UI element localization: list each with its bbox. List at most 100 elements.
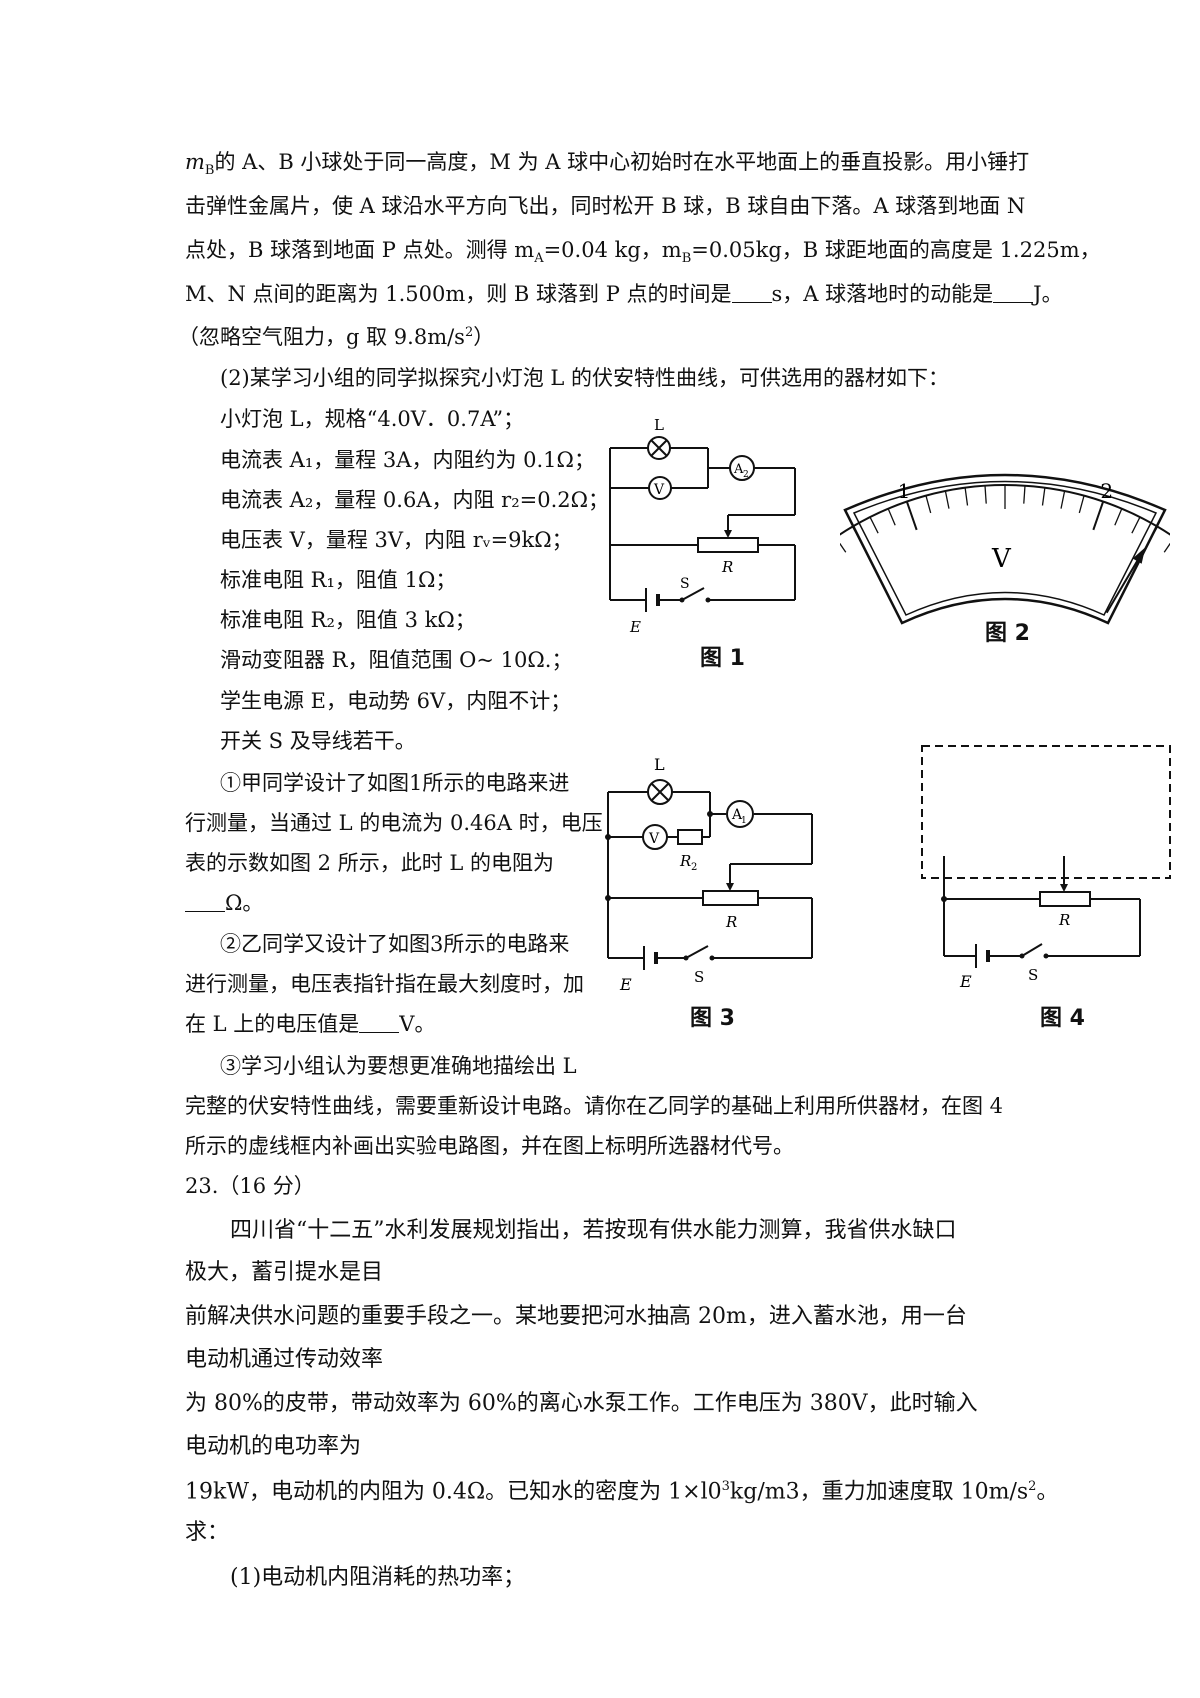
rheostat-R <box>697 537 759 553</box>
equip-item: 学生电源 E，电动势 6V，内阻不计； <box>220 689 572 713</box>
meter-tick <box>1131 516 1141 534</box>
rheostat-R <box>1039 891 1091 907</box>
label-E: E <box>629 618 641 636</box>
equip-item: 标准电阻 R₂，阻值 3 kΩ； <box>220 608 476 632</box>
problem-header: 23.（16 分） <box>185 1174 315 1198</box>
meter-tick <box>851 526 863 543</box>
meter-tick <box>905 501 918 531</box>
text-line: 19kW，电动机的内阻为 0.4Ω。已知水的密度为 1×l03kg/m3，重力加… <box>185 1479 1059 1505</box>
label-R: R <box>1058 911 1070 929</box>
equip-item: 小灯泡 L，规格“4.0V．0.7A”； <box>220 407 525 431</box>
text-line: (2)某学习小组的同学拟探究小灯泡 L 的伏安特性曲线，可供选用的器材如下： <box>220 366 950 390</box>
text-line: 点处，B 球落到地面 P 点处。测得 mA=0.04 kg，mB=0.05kg，… <box>185 238 1101 267</box>
text-line: 完整的伏安特性曲线，需要重新设计电路。请你在乙同学的基础上利用所供器材，在图 4 <box>185 1094 1004 1118</box>
label-S: S <box>680 576 690 592</box>
figure-1-circuit: L V A 2 R E S <box>609 416 796 636</box>
meter-tick <box>1092 501 1105 531</box>
meter-tick <box>887 508 896 526</box>
text-line: mB的 A、B 小球处于同一高度，M 为 A 球中心初始时在水平地面上的垂直投影… <box>185 150 1030 179</box>
label-A2: A <box>733 462 744 477</box>
figure-2-caption: 图 2 <box>985 621 1030 646</box>
text-line: ②乙同学又设计了如图3所示的电路来 <box>220 932 570 956</box>
text-line: 行测量，当通过 L 的电流为 0.46A 时，电压 <box>185 811 603 835</box>
label-R2: R <box>679 852 691 870</box>
resistor-R2 <box>677 829 703 845</box>
meter-scale-arc <box>840 484 1170 536</box>
meter-tick <box>1023 485 1026 504</box>
figure-4-circuit: R E S <box>921 745 1171 991</box>
label-L: L <box>654 416 664 434</box>
meter-tick <box>984 485 987 504</box>
meter-needle <box>1105 555 1142 614</box>
meter-tick <box>869 516 879 534</box>
text-line: 表的示数如图 2 所示，此时 L 的电阻为 <box>185 851 555 875</box>
label-A1-sub: 1 <box>741 816 747 826</box>
ammeter-A2 <box>729 455 755 481</box>
text-line: ①甲同学设计了如图1所示的电路来进 <box>220 771 570 795</box>
figure-3-circuit: L V R 2 A 1 R E S <box>605 755 813 994</box>
meter-tick-label-1: 1 <box>898 479 911 503</box>
label-V: V <box>653 482 665 498</box>
answer-blank[interactable] <box>185 893 225 912</box>
label-A2-sub: 2 <box>743 470 749 480</box>
meter-tick-label-2: 2 <box>1100 479 1113 503</box>
label-E: E <box>959 972 972 991</box>
text-line: 前解决供水问题的重要手段之一。某地要把河水抽高 20m，进入蓄水池，用一台 <box>185 1304 967 1329</box>
equip-item: 电流表 A₁，量程 3A，内阻约为 0.1Ω； <box>220 448 595 472</box>
meter-tick <box>964 487 969 506</box>
text-line: ③学习小组认为要想更准确地描绘出 L <box>220 1054 577 1078</box>
text-line: 电动机通过传动效率 <box>185 1347 384 1372</box>
equip-item: 标准电阻 R₁，阻值 1Ω； <box>220 568 457 592</box>
meter-tick <box>1163 542 1170 553</box>
meter-tick <box>944 490 950 509</box>
text-line: 为 80%的皮带，带动效率为 60%的离心水泵工作。工作电压为 380V，此时输… <box>185 1391 978 1416</box>
label-R: R <box>725 913 737 931</box>
voltmeter <box>648 476 672 500</box>
meter-tick <box>1078 495 1085 514</box>
meter-tick <box>1041 487 1046 506</box>
text-line: (1)电动机内阻消耗的热功率； <box>230 1565 526 1590</box>
meter-tick <box>925 495 932 514</box>
text-line: 进行测量，电压表指针指在最大刻度时，加 <box>185 972 584 996</box>
text-line: 四川省“十二五”水利发展规划指出，若按现有供水能力测算，我省供水缺口 <box>230 1218 957 1243</box>
answer-blank[interactable] <box>359 1014 400 1033</box>
meter-tick <box>1147 526 1159 543</box>
rheostat-R <box>702 890 759 906</box>
label-E: E <box>619 975 632 994</box>
label-S: S <box>1028 966 1038 984</box>
voltmeter <box>642 824 668 850</box>
figure-4-caption: 图 4 <box>1040 1006 1085 1031</box>
text-line: 电动机的电功率为 <box>185 1434 362 1459</box>
equip-item: 滑动变阻器 R，阻值范围 O~ 10Ω.； <box>220 648 573 672</box>
label-L: L <box>654 755 665 774</box>
meter-tick <box>1060 490 1066 509</box>
equip-item: 电压表 V，量程 3V，内阻 rᵥ=9kΩ； <box>220 528 573 552</box>
dashed-answer-box[interactable] <box>921 745 1171 879</box>
meter-unit: V <box>991 544 1012 574</box>
text-line: 求： <box>185 1520 230 1545</box>
meter-outer-frame <box>843 473 1167 625</box>
label-V: V <box>648 831 660 847</box>
text-line: Ω。 <box>185 893 263 914</box>
label-R2-sub: 2 <box>691 862 697 873</box>
label-S: S <box>694 968 704 986</box>
answer-blank[interactable] <box>993 284 1034 303</box>
label-R: R <box>721 558 733 576</box>
figure-1-caption: 图 1 <box>700 646 745 671</box>
equip-item: 电流表 A₂，量程 0.6A，内阻 r₂=0.2Ω； <box>220 488 610 512</box>
figure-3-caption: 图 3 <box>690 1006 735 1031</box>
text-line: 所示的虚线框内补画出实验电路图，并在图上标明所选器材代号。 <box>185 1134 794 1158</box>
meter-tick <box>1114 508 1123 526</box>
text-line: 极大，蓄引提水是目 <box>185 1260 384 1285</box>
answer-blank[interactable] <box>731 284 772 303</box>
meter-needle-head <box>1132 547 1146 564</box>
equip-item: 开关 S 及导线若干。 <box>220 729 416 753</box>
label-A1: A <box>731 807 743 823</box>
text-line: （忽略空气阻力，g 取 9.8m/s2） <box>178 325 495 349</box>
meter-tick <box>840 542 847 553</box>
text-line: 击弹性金属片，使 A 球沿水平方向飞出，同时松开 B 球，B 球自由下落。A 球… <box>185 194 1026 218</box>
meter-inner-frame <box>852 480 1158 616</box>
figure-2-voltmeter-dial: 0 1 2 3 V <box>840 473 1170 625</box>
